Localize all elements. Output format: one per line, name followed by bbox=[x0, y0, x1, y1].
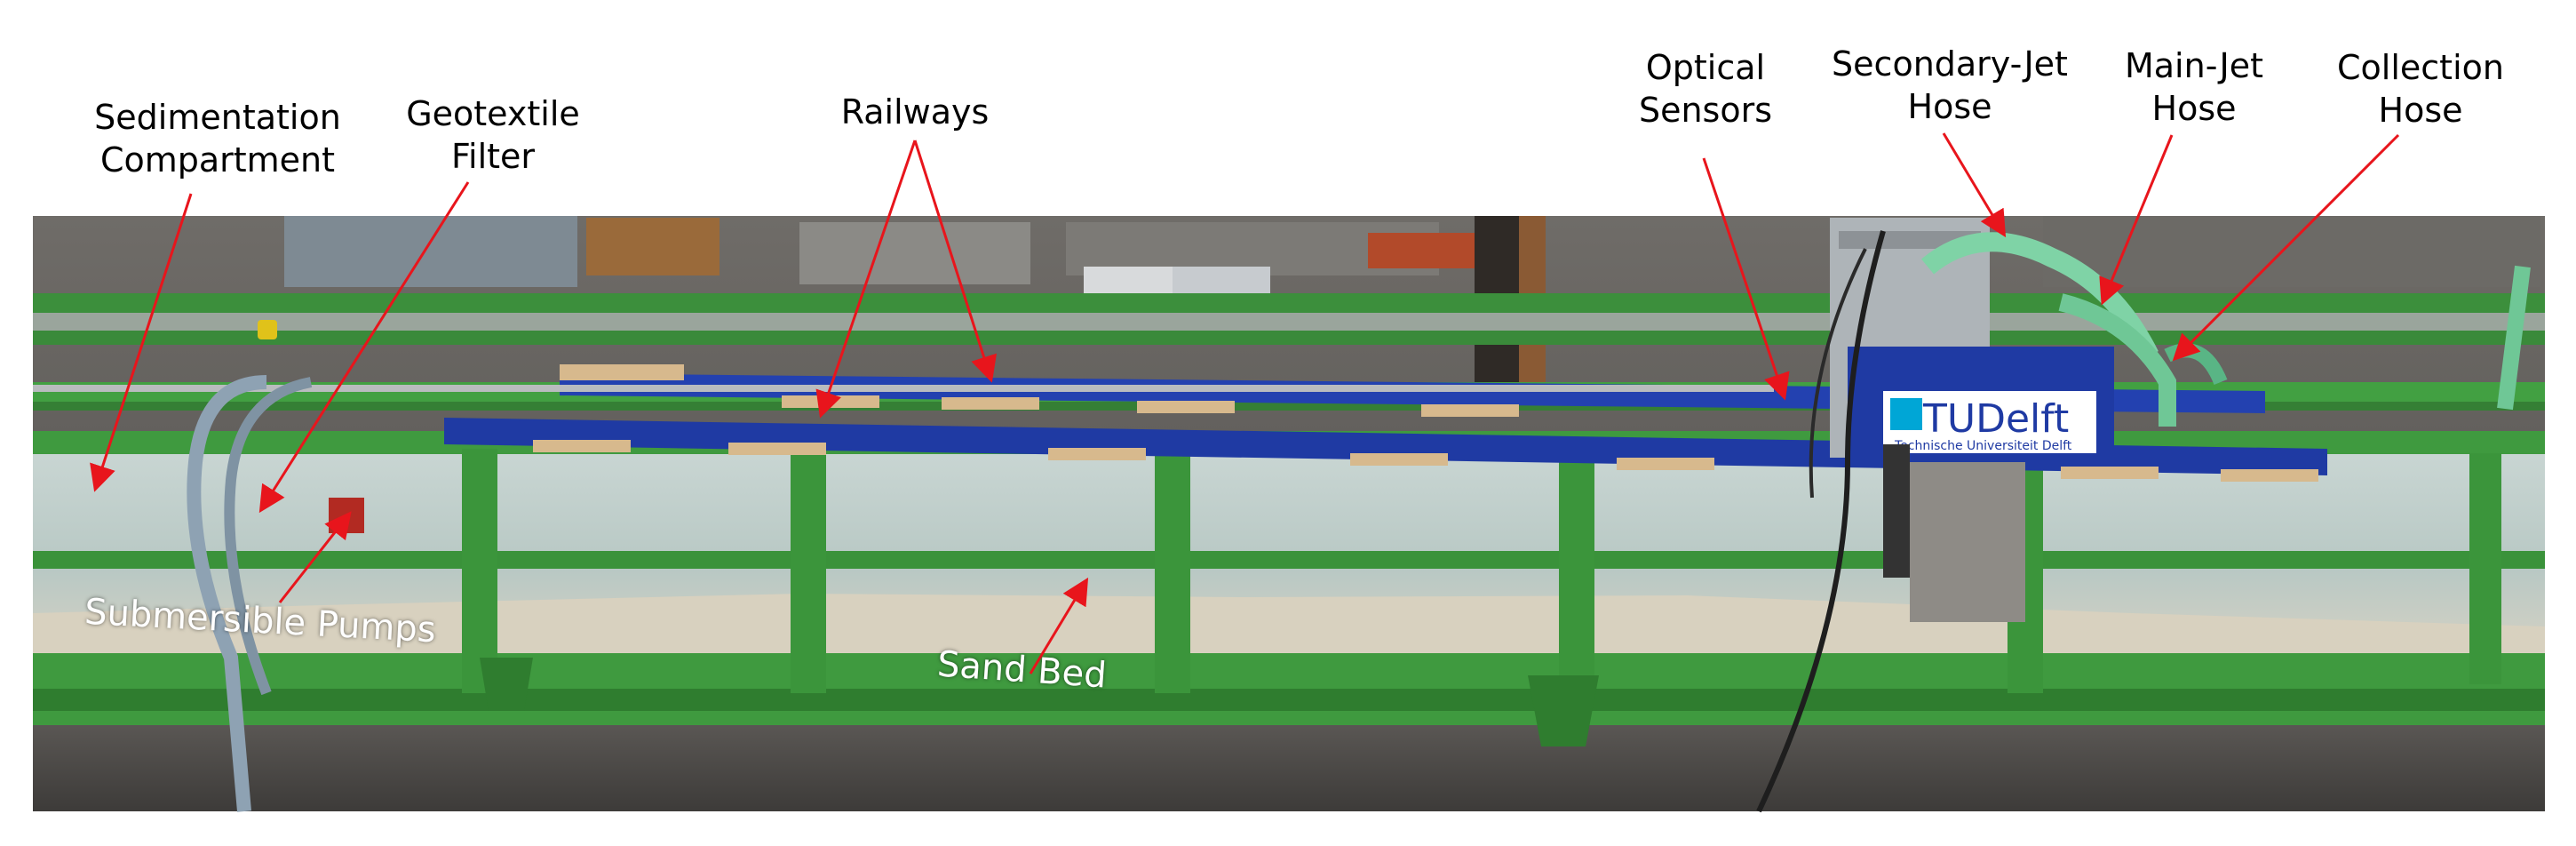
logo-brand: TUDelft bbox=[1922, 396, 2069, 442]
label-sedimentation-compartment: Sedimentation Compartment bbox=[94, 98, 341, 180]
label-collection-hose: Collection Hose bbox=[2337, 48, 2504, 130]
logo-subtitle: Technische Universiteit Delft bbox=[1894, 439, 2072, 453]
label-secondary-jet-hose: Secondary-Jet Hose bbox=[1832, 44, 2068, 126]
label-optical-sensors: Optical Sensors bbox=[1638, 48, 1773, 130]
label-geotextile-filter: Geotextile Filter bbox=[406, 94, 580, 176]
label-railways: Railways bbox=[840, 92, 990, 132]
label-main-jet-hose: Main-Jet Hose bbox=[2124, 46, 2264, 128]
